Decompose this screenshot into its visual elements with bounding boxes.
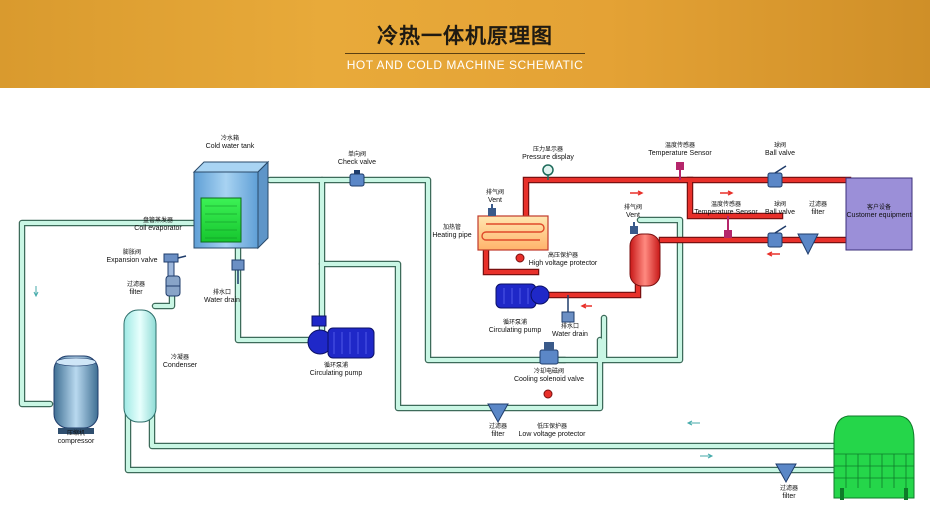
label-circulating-pump-hot-en: Circulating pump xyxy=(489,327,542,334)
label-coil-evaporator-cn: 盘管蒸发器 xyxy=(143,216,173,224)
label-compressor-en: compressor xyxy=(58,438,95,445)
label-heating-pipe-en: Heating pipe xyxy=(432,232,471,239)
flow-arrow-icon xyxy=(720,190,734,196)
label-filter-tower-en: filter xyxy=(782,493,796,500)
flow-arrow-icon xyxy=(33,286,39,298)
label-cold-water-tank-en: Cold water tank xyxy=(206,143,255,150)
label-pressure-display-en: Pressure display xyxy=(522,154,574,161)
label-vent-1-en: Vent xyxy=(488,197,502,204)
condenser xyxy=(123,309,157,423)
label-ball-valve-mid-cn: 球阀 xyxy=(774,200,786,208)
cold-water-tank xyxy=(192,160,270,250)
flow-arrow-icon xyxy=(686,420,700,426)
label-high-voltage-protector-en: High voltage protector xyxy=(529,260,598,267)
label-cooling-solenoid-valve-en: Cooling solenoid valve xyxy=(514,376,584,383)
cold-water-pipes xyxy=(18,176,848,474)
label-vent-2-cn: 排气阀 xyxy=(624,203,642,211)
label-high-voltage-protector-cn: 高压保护器 xyxy=(548,251,578,259)
label-customer-equipment-cn: 客户设备 xyxy=(867,203,891,211)
compressor xyxy=(53,355,99,434)
label-filter-left-cn: 过滤器 xyxy=(127,280,145,288)
label-temp-sensor-top-cn: 温度传感器 xyxy=(665,141,695,149)
pressure-display xyxy=(542,164,554,180)
high-voltage-protector xyxy=(515,253,525,263)
label-cold-water-tank-cn: 冷水箱 xyxy=(221,134,239,142)
circulating-pump-cold xyxy=(307,315,375,359)
label-ball-valve-top-cn: 球阀 xyxy=(774,141,786,149)
ball-valve-mid xyxy=(767,225,787,248)
water-drain-2 xyxy=(561,295,575,323)
label-filter-left-en: filter xyxy=(129,289,143,296)
label-heating-pipe-cn: 加热管 xyxy=(443,223,461,231)
page-title: 冷热一体机原理图 xyxy=(377,24,553,48)
label-filter-bottom-cn: 过滤器 xyxy=(489,422,507,430)
label-check-valve-cn: 单向阀 xyxy=(348,150,366,158)
label-low-voltage-protector-cn: 低压保护器 xyxy=(537,422,567,430)
label-ball-valve-mid-en: Ball valve xyxy=(765,209,795,216)
flow-arrow-icon xyxy=(700,453,714,459)
label-circulating-pump-cold-en: Circulating pump xyxy=(310,370,363,377)
hot-water-tank xyxy=(629,233,661,287)
label-coil-evaporator-en: Coil evaporator xyxy=(134,225,182,232)
header-banner: 冷热一体机原理图 HOT AND COLD MACHINE SCHEMATIC xyxy=(0,0,930,88)
coil-evaporator xyxy=(200,197,242,243)
title-divider xyxy=(345,53,585,54)
filter-bottom xyxy=(487,403,509,424)
label-circulating-pump-cold-cn: 循环泵浦 xyxy=(324,361,348,369)
label-filter-tower-cn: 过滤器 xyxy=(780,484,798,492)
label-condenser-cn: 冷凝器 xyxy=(171,353,189,361)
label-filter-customer-cn: 过滤器 xyxy=(809,200,827,208)
customer-equipment xyxy=(845,177,913,251)
label-customer-equipment-en: Customer equipment xyxy=(847,212,912,219)
schematic-diagram: 冷水箱 Cold water tank 单向阀 Check valve 压力显示… xyxy=(18,134,915,500)
water-drain-1 xyxy=(231,259,245,284)
temperature-sensor-mid xyxy=(724,216,732,238)
label-expansion-valve-cn: 膨胀阀 xyxy=(123,248,141,256)
label-vent-1-cn: 排气阀 xyxy=(486,188,504,196)
flow-arrow-icon xyxy=(766,251,780,257)
flow-arrow-icon xyxy=(630,190,644,196)
ball-valve-top xyxy=(767,165,787,188)
filter-tower xyxy=(775,463,797,484)
label-compressor-cn: 压缩机 xyxy=(67,429,85,437)
filter-customer xyxy=(797,233,819,256)
check-valve xyxy=(349,170,365,187)
component-labels: 冷水箱 Cold water tank 单向阀 Check valve 压力显示… xyxy=(58,134,912,500)
expansion-valve xyxy=(163,253,187,277)
label-temp-sensor-top-en: Temperature Sensor xyxy=(648,150,712,157)
cooling-tower xyxy=(833,415,915,500)
label-water-drain-2-en: Water drain xyxy=(552,331,588,338)
label-filter-bottom-en: filter xyxy=(491,431,505,438)
label-low-voltage-protector-en: Low voltage protector xyxy=(519,431,587,438)
label-circulating-pump-hot-cn: 循环泵浦 xyxy=(503,318,527,326)
label-check-valve-en: Check valve xyxy=(338,159,376,166)
circulating-pump-hot xyxy=(495,283,550,309)
label-water-drain-1-cn: 排水口 xyxy=(213,288,231,296)
label-water-drain-2-cn: 排水口 xyxy=(561,322,579,330)
filter-left xyxy=(165,275,181,297)
label-filter-customer-en: filter xyxy=(811,209,825,216)
label-cooling-solenoid-valve-cn: 冷却电磁阀 xyxy=(534,367,564,375)
page-subtitle: HOT AND COLD MACHINE SCHEMATIC xyxy=(346,58,584,72)
cooling-solenoid-valve xyxy=(539,342,559,365)
label-condenser-en: Condenser xyxy=(163,362,198,369)
label-water-drain-1-en: Water drain xyxy=(204,297,240,304)
label-temp-sensor-mid-cn: 温度传感器 xyxy=(711,200,741,208)
vent-2 xyxy=(630,222,638,234)
flow-arrow-icon xyxy=(580,303,592,309)
low-voltage-protector xyxy=(543,389,553,399)
temperature-sensor-top xyxy=(676,162,684,180)
vent-1 xyxy=(488,204,496,216)
label-ball-valve-top-en: Ball valve xyxy=(765,150,795,157)
heating-pipe xyxy=(477,215,549,251)
label-vent-2-en: Vent xyxy=(626,212,640,219)
flow-arrows xyxy=(33,190,780,459)
label-pressure-display-cn: 压力显示器 xyxy=(533,145,563,153)
label-temp-sensor-mid-en: Temperature Sensor xyxy=(694,209,758,216)
label-expansion-valve-en: Expansion valve xyxy=(107,257,158,264)
